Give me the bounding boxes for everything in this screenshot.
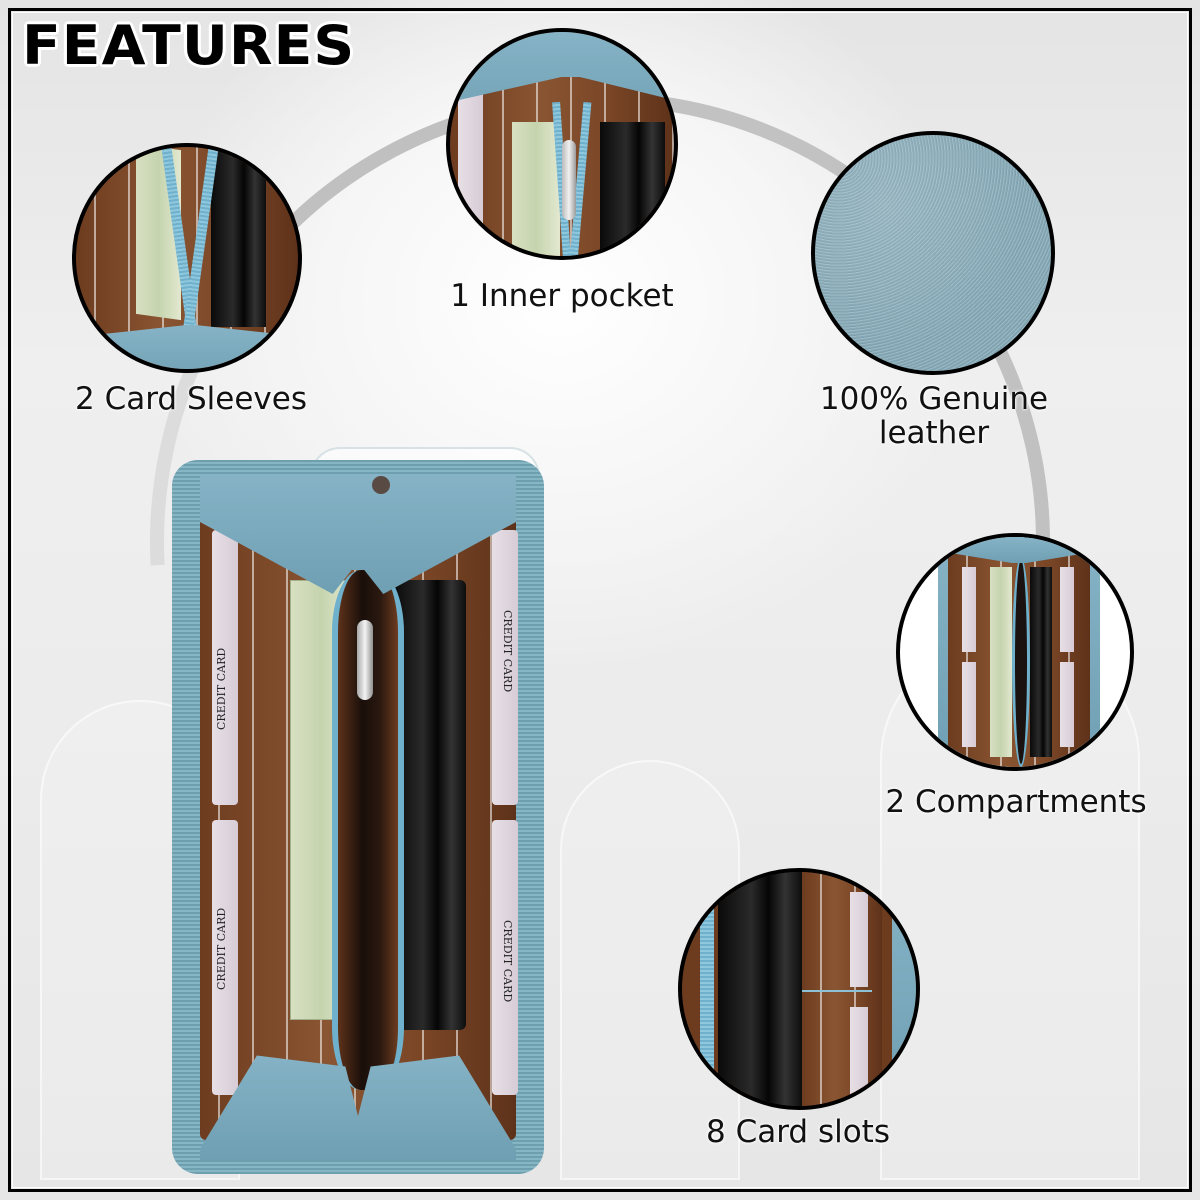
phone-slot — [1030, 567, 1052, 757]
credit-card-sleeve-right-top: CREDIT CARD — [492, 530, 518, 805]
banknote — [512, 122, 560, 256]
card-slot — [850, 1007, 868, 1102]
card-slots-caption: 8 Card slots — [706, 1114, 890, 1150]
wallet-flap — [450, 32, 674, 102]
phone-compartment — [394, 580, 466, 1030]
card-sleeves-caption: 2 Card Sleeves — [75, 381, 307, 417]
credit-card-label: CREDIT CARD — [501, 610, 514, 693]
card-slot — [1060, 662, 1074, 747]
image-frame-inner — [12, 12, 1188, 1188]
card-slot — [962, 567, 976, 652]
card-sleeves-image — [72, 143, 302, 373]
phone-slot — [211, 147, 266, 327]
stitch-thread — [802, 990, 872, 992]
zipper-head-icon — [372, 476, 390, 494]
compartments-image — [896, 533, 1134, 771]
card-slots-image — [678, 868, 920, 1110]
inner-pocket-caption: 1 Inner pocket — [450, 278, 674, 314]
card-slot — [962, 662, 976, 747]
compartments-caption: 2 Compartments — [885, 784, 1147, 820]
zipper — [700, 872, 714, 1106]
credit-card-sleeve-right-bottom: CREDIT CARD — [492, 820, 518, 1095]
inner-pocket-image — [446, 28, 678, 260]
credit-card-sleeve-left-bottom: CREDIT CARD — [212, 820, 238, 1095]
card-slot-stitching — [802, 872, 882, 1106]
main-wallet: CREDIT CARD CREDIT CARD CREDIT CARD CRED… — [172, 460, 544, 1174]
credit-card-label: CREDIT CARD — [501, 920, 514, 1003]
credit-card-sleeve — [458, 92, 483, 256]
credit-card-sleeve-left-top: CREDIT CARD — [212, 530, 238, 805]
wallet-edge — [892, 872, 916, 1106]
phone-slot — [600, 122, 665, 256]
zipper-pull-icon — [357, 620, 373, 700]
leather-texture-swatch — [811, 131, 1055, 375]
genuine-leather-caption-line2: leather — [878, 415, 990, 451]
credit-card-label: CREDIT CARD — [215, 647, 228, 730]
wallet-flap — [76, 325, 298, 369]
image-frame — [8, 8, 1192, 1192]
genuine-leather-caption-line1: 100% Genuine — [819, 381, 1049, 417]
phone-slot — [718, 872, 802, 1106]
page-title: FEATURES — [22, 14, 356, 77]
card-slot — [1060, 567, 1074, 652]
banknote — [990, 567, 1012, 757]
zipper-pull-icon — [562, 140, 576, 220]
zipped-pocket — [1012, 557, 1030, 767]
card-slot — [850, 892, 868, 987]
credit-card-label: CREDIT CARD — [215, 907, 228, 990]
